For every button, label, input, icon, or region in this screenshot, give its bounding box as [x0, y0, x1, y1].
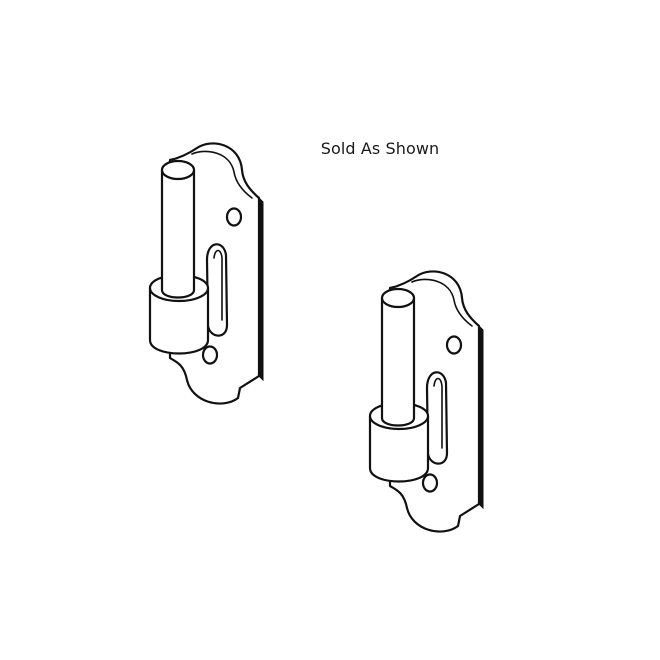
sold-as-shown-caption: Sold As Shown: [320, 139, 440, 158]
hinge-pin-upper-illustration: [148, 142, 265, 405]
hinge-pin-lower-illustration: [368, 270, 485, 533]
